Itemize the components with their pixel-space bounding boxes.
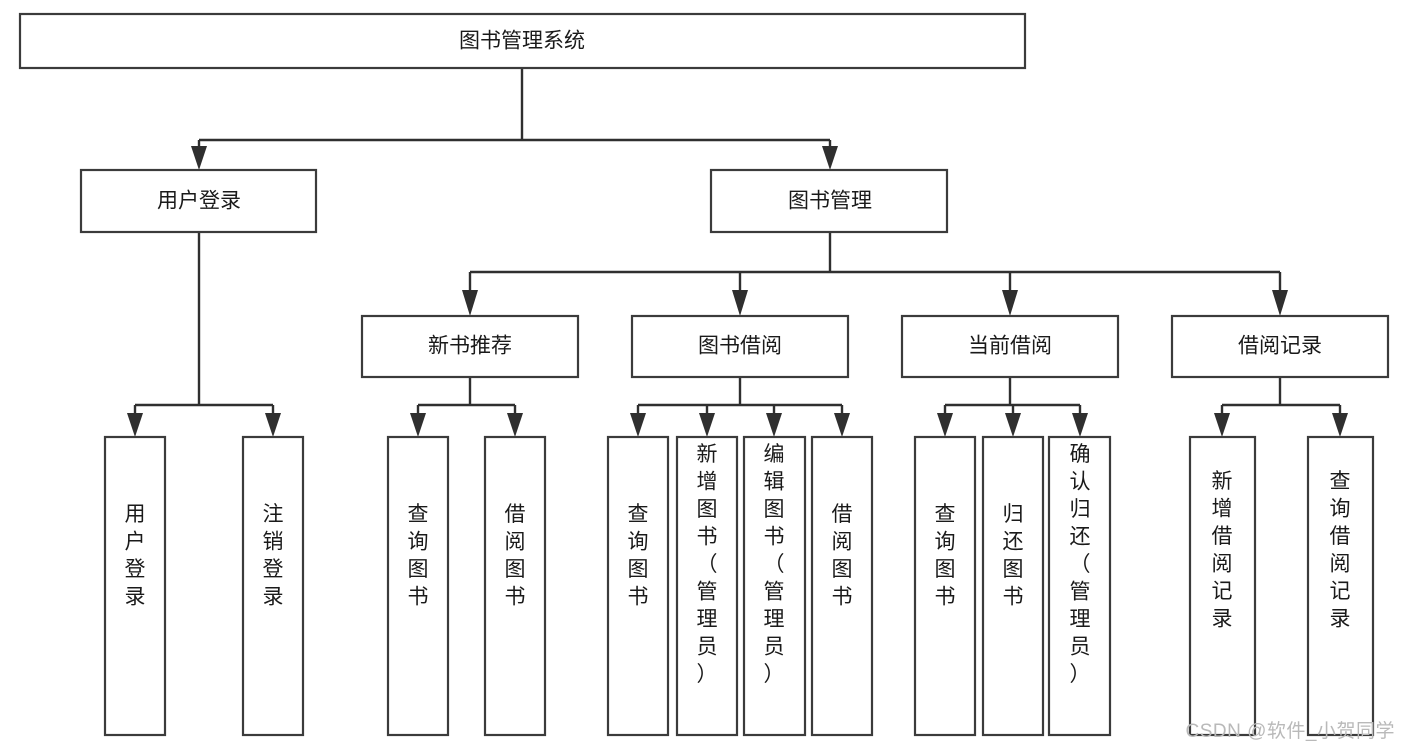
node-leaf-borrow-book-2-label: 借阅图书 [832,503,853,609]
arrow-head-book-manage [822,146,838,170]
node-leaf-edit-book-box[interactable] [742,435,807,737]
arrow-head-leaf-query-book-1 [410,413,426,437]
node-leaf-query-record-box[interactable] [1306,435,1375,737]
node-leaf-query-book-1[interactable]: 查询图书 [386,435,450,737]
node-leaf-edit-book-label: 编辑图书（管理员） [764,443,785,686]
node-leaf-query-book-2-label: 查询图书 [628,503,649,609]
node-leaf-return-book-label: 归还图书 [1003,503,1024,609]
connectors-new-book-to-leaves [410,377,523,437]
node-current-borrow-box[interactable] [900,314,1120,379]
node-leaf-user-login-label: 用户登录 [125,503,146,609]
node-leaf-query-record[interactable]: 查询借阅记录 [1306,435,1375,737]
node-new-book-recommend-label: 新书推荐 [428,335,512,358]
node-root-label: 图书管理系统 [459,30,585,53]
node-leaf-add-book[interactable]: 新增图书（管理员） [675,435,739,737]
node-user-login-box[interactable] [79,168,318,234]
arrow-head-current-borrow [1002,290,1018,316]
node-book-borrow-box[interactable] [630,314,850,379]
node-leaf-logout-login-box[interactable] [241,435,305,737]
node-leaf-confirm-return-label: 确认归还（管理员） [1070,443,1091,686]
node-leaf-add-record[interactable]: 新增借阅记录 [1188,435,1257,737]
arrow-head-new-book-recommend [462,290,478,316]
arrow-head-leaf-user-login [127,413,143,437]
node-book-borrow-label: 图书借阅 [698,335,782,358]
node-borrow-record-box[interactable] [1170,314,1390,379]
node-leaf-borrow-book-1-label: 借阅图书 [505,503,526,609]
node-leaf-query-book-1-label: 查询图书 [408,503,429,609]
arrow-head-leaf-borrow-book-1 [507,413,523,437]
connectors-current-borrow-to-leaves [937,377,1088,437]
node-leaf-borrow-book-2[interactable]: 借阅图书 [810,435,874,737]
node-leaf-borrow-book-1-box[interactable] [483,435,547,737]
node-leaf-add-book-box[interactable] [675,435,739,737]
node-leaf-borrow-book-1[interactable]: 借阅图书 [483,435,547,737]
connectors-user-login-to-leaves [127,232,281,437]
node-user-login[interactable]: 用户登录 [79,168,318,234]
node-leaf-query-book-2-box[interactable] [606,435,670,737]
node-leaf-add-record-label: 新增借阅记录 [1212,470,1233,631]
node-leaf-user-login-box[interactable] [103,435,167,737]
arrow-head-leaf-logout-login [265,413,281,437]
node-leaf-logout-login-label: 注销登录 [263,503,284,609]
node-borrow-record-label: 借阅记录 [1238,335,1322,358]
node-current-borrow-label: 当前借阅 [968,335,1052,358]
node-leaf-add-book-label: 新增图书（管理员） [697,443,718,686]
arrow-head-leaf-query-record [1332,413,1348,437]
node-leaf-query-book-1-box[interactable] [386,435,450,737]
node-leaf-query-book-3-box[interactable] [913,435,977,737]
arrow-head-leaf-query-book-2 [630,413,646,437]
node-leaf-add-record-box[interactable] [1188,435,1257,737]
node-leaf-query-record-label: 查询借阅记录 [1330,470,1351,631]
arrow-head-leaf-query-book-3 [937,413,953,437]
connectors-root-to-level1 [191,68,838,170]
arrow-head-leaf-add-record [1214,413,1230,437]
arrow-head-user-login [191,146,207,170]
node-leaf-edit-book[interactable]: 编辑图书（管理员） [742,435,807,737]
node-leaf-logout-login[interactable]: 注销登录 [241,435,305,737]
node-leaf-confirm-return-box[interactable] [1047,435,1112,737]
node-borrow-record[interactable]: 借阅记录 [1170,314,1390,379]
arrow-head-leaf-edit-book [766,413,782,437]
connectors-book-manage-to-level2 [462,232,1288,316]
node-book-borrow[interactable]: 图书借阅 [630,314,850,379]
node-root[interactable]: 图书管理系统 [18,12,1027,70]
node-leaf-query-book-3-label: 查询图书 [935,503,956,609]
arrow-head-borrow-record [1272,290,1288,316]
node-leaf-return-book[interactable]: 归还图书 [981,435,1045,737]
node-leaf-query-book-2[interactable]: 查询图书 [606,435,670,737]
connectors-borrow-record-to-leaves [1214,377,1348,437]
node-book-manage-box[interactable] [709,168,949,234]
node-leaf-user-login[interactable]: 用户登录 [103,435,167,737]
arrow-head-leaf-borrow-book-2 [834,413,850,437]
node-leaf-borrow-book-2-box[interactable] [810,435,874,737]
node-book-manage-label: 图书管理 [788,190,872,213]
node-new-book-recommend[interactable]: 新书推荐 [360,314,580,379]
arrow-head-leaf-confirm-return [1072,413,1088,437]
arrow-head-book-borrow [732,290,748,316]
node-book-manage[interactable]: 图书管理 [709,168,949,234]
connectors-book-borrow-to-leaves [630,377,850,437]
node-leaf-confirm-return[interactable]: 确认归还（管理员） [1047,435,1112,737]
node-user-login-label: 用户登录 [157,190,241,213]
node-root-box[interactable] [18,12,1027,70]
node-leaf-return-book-box[interactable] [981,435,1045,737]
node-leaf-query-book-3[interactable]: 查询图书 [913,435,977,737]
arrow-head-leaf-add-book [699,413,715,437]
node-current-borrow[interactable]: 当前借阅 [900,314,1120,379]
node-new-book-recommend-box[interactable] [360,314,580,379]
arrow-head-leaf-return-book [1005,413,1021,437]
